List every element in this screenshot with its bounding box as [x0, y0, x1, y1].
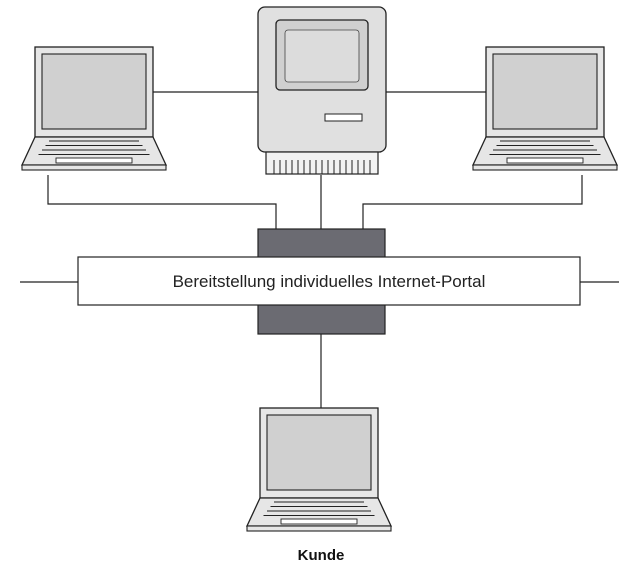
- laptop-icon-right: [471, 46, 619, 171]
- portal-banner: Bereitstellung individuelles Internet-Po…: [77, 256, 581, 306]
- laptops: [20, 46, 619, 532]
- link-right-laptop-hub: [362, 175, 583, 229]
- laptop-icon-left: [20, 46, 168, 171]
- portal-box: [77, 256, 581, 306]
- portal-label: Bereitstellung individuelles Internet-Po…: [173, 272, 486, 291]
- computer-tower-icon: [257, 6, 387, 175]
- customer-label: Kunde: [298, 547, 345, 564]
- laptop-icon-customer: [245, 407, 393, 532]
- link-left-laptop-hub: [47, 175, 277, 229]
- connection-lines: [20, 91, 619, 410]
